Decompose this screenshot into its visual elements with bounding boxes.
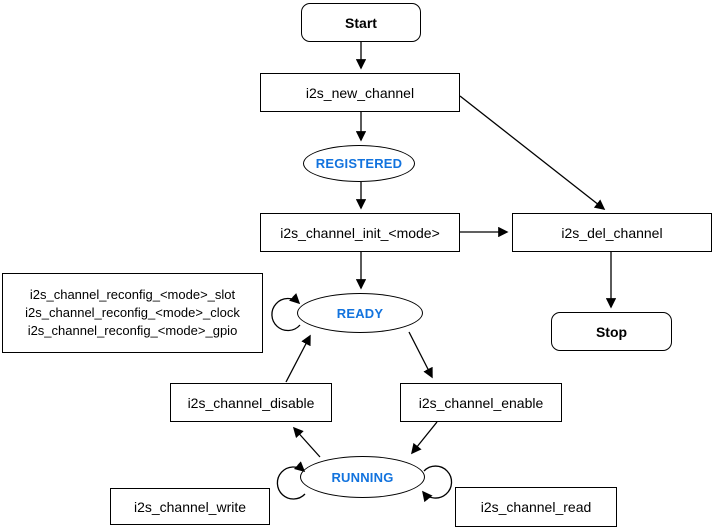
registered-state-node: REGISTERED xyxy=(303,145,415,182)
start-node: Start xyxy=(301,3,421,42)
edge-ready-to-enable xyxy=(408,331,433,379)
i2s-channel-read-node: i2s_channel_read xyxy=(455,487,617,527)
i2s-channel-init-label: i2s_channel_init_<mode> xyxy=(280,224,440,241)
edge-running-self-loop-read xyxy=(422,465,453,503)
i2s-channel-disable-label: i2s_channel_disable xyxy=(187,394,315,411)
i2s-new-channel-node: i2s_new_channel xyxy=(260,73,460,112)
stop-label: Stop xyxy=(595,323,628,340)
i2s-channel-disable-node: i2s_channel_disable xyxy=(170,383,332,422)
i2s-channel-enable-label: i2s_channel_enable xyxy=(418,394,544,411)
i2s-del-channel-node: i2s_del_channel xyxy=(512,213,712,252)
reconfig-slot-label: i2s_channel_reconfig_<mode>_slot xyxy=(29,287,236,302)
ready-state-node: READY xyxy=(297,293,423,333)
i2s-channel-read-label: i2s_channel_read xyxy=(480,499,592,515)
registered-state-label: REGISTERED xyxy=(315,156,403,171)
ready-state-label: READY xyxy=(336,305,384,321)
edge-disable-to-ready xyxy=(285,334,311,383)
reconfig-functions-node: i2s_channel_reconfig_<mode>_slot i2s_cha… xyxy=(2,273,263,353)
i2s-channel-enable-node: i2s_channel_enable xyxy=(400,383,562,422)
reconfig-clock-label: i2s_channel_reconfig_<mode>_clock xyxy=(25,305,240,320)
edge-new-channel-to-del-channel xyxy=(459,95,606,210)
stop-node: Stop xyxy=(551,312,672,351)
i2s-new-channel-label: i2s_new_channel xyxy=(305,84,415,101)
i2s-channel-init-node: i2s_channel_init_<mode> xyxy=(260,213,460,252)
i2s-del-channel-label: i2s_del_channel xyxy=(561,224,663,241)
running-state-node: RUNNING xyxy=(300,456,425,498)
reconfig-gpio-label: i2s_channel_reconfig_<mode>_gpio xyxy=(27,323,238,338)
edge-ready-self-loop xyxy=(271,293,301,332)
running-state-label: RUNNING xyxy=(331,469,394,485)
edge-enable-to-running xyxy=(411,421,438,455)
edge-running-to-disable xyxy=(292,426,321,458)
i2s-channel-write-label: i2s_channel_write xyxy=(133,498,247,515)
i2s-channel-write-node: i2s_channel_write xyxy=(110,488,270,525)
start-label: Start xyxy=(345,14,377,31)
